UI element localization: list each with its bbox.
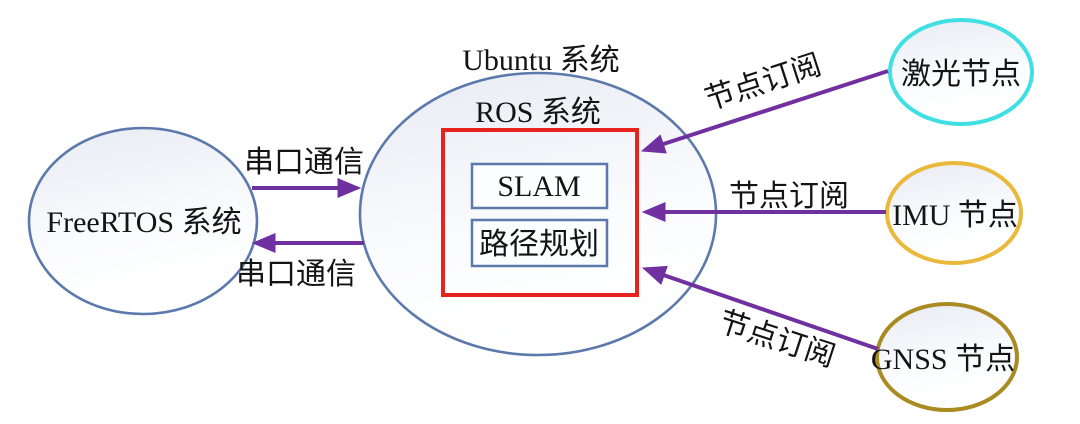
edge-sub-gnss <box>641 265 879 351</box>
label-sub-imu: 节点订阅 <box>729 180 849 213</box>
label-slam: SLAM <box>497 170 580 203</box>
label-freertos: FreeRTOS 系统 <box>46 206 241 239</box>
label-ubuntu: Ubuntu 系统 <box>462 44 620 77</box>
label-imu: IMU 节点 <box>892 199 1018 232</box>
label-sub-laser: 节点订阅 <box>701 48 825 116</box>
path-planning-box <box>470 218 609 268</box>
node-laser-ellipse <box>888 18 1034 126</box>
node-freertos-ellipse <box>27 126 259 316</box>
node-imu-ellipse <box>885 161 1023 265</box>
ros-red-box <box>441 128 639 297</box>
label-laser: 激光节点 <box>901 58 1021 91</box>
edge-sub-laser <box>640 69 889 154</box>
label-serial-rx: 串口通信 <box>236 258 356 291</box>
node-gnss-ellipse <box>875 302 1019 412</box>
label-serial-tx: 串口通信 <box>244 146 364 179</box>
label-ros: ROS 系统 <box>475 96 601 129</box>
slam-box <box>470 162 609 210</box>
label-gnss: GNSS 节点 <box>871 343 1015 376</box>
label-path-planning: 路径规划 <box>479 228 599 261</box>
